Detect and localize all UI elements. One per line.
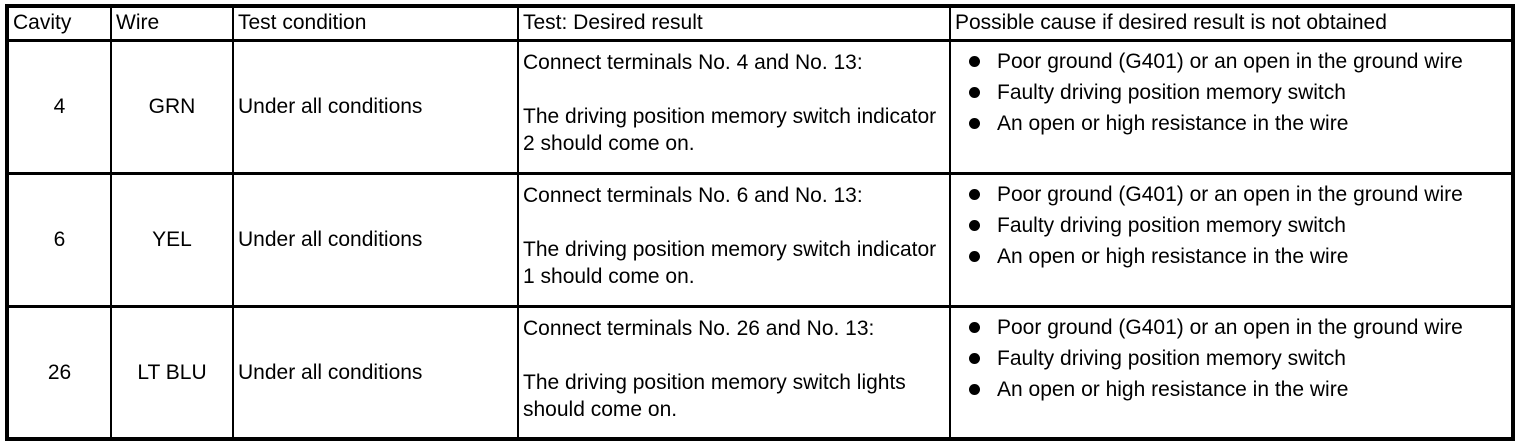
cavity-value: 6 bbox=[6, 171, 112, 307]
possible-causes-list: Poor ground (G401) or an open in the gro… bbox=[967, 314, 1505, 403]
cause-text: An open or high resistance in the wire bbox=[997, 111, 1349, 135]
list-item: Faulty driving position memory switch bbox=[967, 212, 1505, 239]
bullet-icon bbox=[969, 383, 980, 395]
desired-result-cell: Connect terminals No. 26 and No. 13: The… bbox=[517, 304, 951, 440]
possible-causes-cell: Poor ground (G401) or an open in the gro… bbox=[949, 171, 1514, 307]
bullet-icon bbox=[969, 55, 980, 67]
header-cavity: Cavity bbox=[6, 5, 112, 42]
list-item: Faulty driving position memory switch bbox=[967, 79, 1505, 106]
cavity-value: 4 bbox=[6, 38, 112, 174]
wire-color-value: LT BLU bbox=[110, 304, 234, 440]
desired-result-cell: Connect terminals No. 6 and No. 13: The … bbox=[517, 171, 951, 307]
desired-result-outcome: The driving position memory switch indic… bbox=[523, 104, 937, 155]
bullet-icon bbox=[969, 321, 980, 333]
desired-result-cell: Connect terminals No. 4 and No. 13: The … bbox=[517, 38, 951, 174]
cause-text: Poor ground (G401) or an open in the gro… bbox=[997, 49, 1463, 73]
list-item: An open or high resistance in the wire bbox=[967, 243, 1505, 270]
bullet-icon bbox=[969, 250, 980, 262]
list-item: Faulty driving position memory switch bbox=[967, 345, 1505, 372]
table-row: 4 GRN Under all conditions Connect termi… bbox=[6, 38, 1514, 174]
cause-text: An open or high resistance in the wire bbox=[997, 244, 1349, 268]
cause-text: Faulty driving position memory switch bbox=[997, 80, 1346, 104]
desired-result-action: Connect terminals No. 26 and No. 13: bbox=[523, 316, 875, 340]
test-condition-value: Under all conditions bbox=[232, 304, 519, 440]
table-row: 6 YEL Under all conditions Connect termi… bbox=[6, 171, 1514, 307]
desired-result-outcome: The driving position memory switch light… bbox=[523, 370, 906, 421]
cause-text: An open or high resistance in the wire bbox=[997, 377, 1349, 401]
bullet-icon bbox=[969, 352, 980, 364]
list-item: An open or high resistance in the wire bbox=[967, 110, 1505, 137]
cause-text: Faulty driving position memory switch bbox=[997, 213, 1346, 237]
header-test-condition: Test condition bbox=[232, 5, 519, 42]
wire-test-table: Cavity Wire Test condition Test: Desired… bbox=[5, 4, 1515, 441]
cause-text: Poor ground (G401) or an open in the gro… bbox=[997, 182, 1463, 206]
header-row: Cavity Wire Test condition Test: Desired… bbox=[6, 5, 1514, 42]
possible-causes-list: Poor ground (G401) or an open in the gro… bbox=[967, 181, 1505, 270]
wire-color-value: YEL bbox=[110, 171, 234, 307]
cavity-value: 26 bbox=[6, 304, 112, 440]
bullet-icon bbox=[969, 219, 980, 231]
bullet-icon bbox=[969, 117, 980, 129]
cause-text: Faulty driving position memory switch bbox=[997, 346, 1346, 370]
table-row: 26 LT BLU Under all conditions Connect t… bbox=[6, 304, 1514, 440]
bullet-icon bbox=[969, 188, 980, 200]
possible-causes-list: Poor ground (G401) or an open in the gro… bbox=[967, 48, 1505, 137]
test-condition-value: Under all conditions bbox=[232, 171, 519, 307]
bullet-icon bbox=[969, 86, 980, 98]
header-possible-cause: Possible cause if desired result is not … bbox=[949, 5, 1514, 42]
desired-result-action: Connect terminals No. 6 and No. 13: bbox=[523, 183, 863, 207]
wire-color-value: GRN bbox=[110, 38, 234, 174]
cause-text: Poor ground (G401) or an open in the gro… bbox=[997, 315, 1463, 339]
test-condition-value: Under all conditions bbox=[232, 38, 519, 174]
list-item: Poor ground (G401) or an open in the gro… bbox=[967, 48, 1505, 75]
desired-result-action: Connect terminals No. 4 and No. 13: bbox=[523, 50, 863, 74]
list-item: Poor ground (G401) or an open in the gro… bbox=[967, 181, 1505, 208]
possible-causes-cell: Poor ground (G401) or an open in the gro… bbox=[949, 304, 1514, 440]
header-wire: Wire bbox=[110, 5, 234, 42]
desired-result-outcome: The driving position memory switch indic… bbox=[523, 237, 937, 288]
list-item: Poor ground (G401) or an open in the gro… bbox=[967, 314, 1505, 341]
header-desired-result: Test: Desired result bbox=[517, 5, 951, 42]
possible-causes-cell: Poor ground (G401) or an open in the gro… bbox=[949, 38, 1514, 174]
list-item: An open or high resistance in the wire bbox=[967, 376, 1505, 403]
